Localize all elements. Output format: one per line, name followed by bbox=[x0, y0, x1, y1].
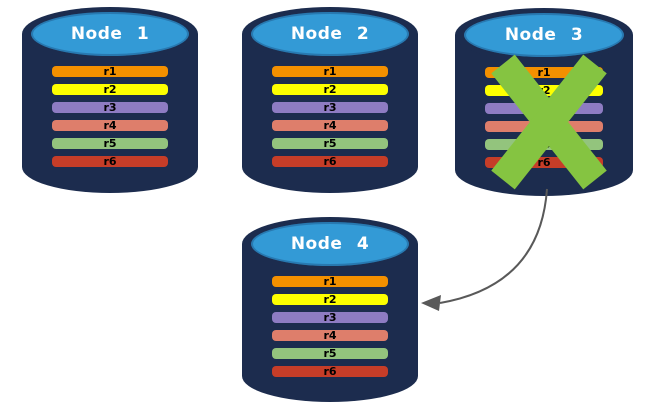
replica-row-r3: r3 bbox=[485, 103, 603, 114]
node-1: Node 1 r1 r2 r3 r4 r5 r6 bbox=[22, 7, 198, 193]
replica-row-r5: r5 bbox=[485, 139, 603, 150]
replica-row-r4: r4 bbox=[272, 330, 388, 341]
replica-row-r4: r4 bbox=[272, 120, 388, 131]
replica-rows: r1 r2 r3 r4 r5 r6 bbox=[52, 66, 168, 167]
replica-row-r1: r1 bbox=[272, 66, 388, 77]
replica-rows: r1 r2 r3 r4 r5 r6 bbox=[272, 66, 388, 167]
cylinder-top-rim: Node 2 bbox=[242, 7, 418, 61]
replica-row-r2: r2 bbox=[485, 85, 603, 96]
replica-row-r6: r6 bbox=[52, 156, 168, 167]
replica-row-r5: r5 bbox=[272, 138, 388, 149]
replica-row-r1: r1 bbox=[272, 276, 388, 287]
replica-row-r4: r4 bbox=[485, 121, 603, 132]
replica-row-r3: r3 bbox=[272, 102, 388, 113]
replica-row-r5: r5 bbox=[52, 138, 168, 149]
cylinder-top-rim: Node 1 bbox=[22, 7, 198, 61]
cylinder-top-face: Node 2 bbox=[251, 12, 409, 56]
replica-row-r5: r5 bbox=[272, 348, 388, 359]
replica-row-r3: r3 bbox=[52, 102, 168, 113]
replica-row-r6: r6 bbox=[485, 157, 603, 168]
node-label: Node 3 bbox=[504, 25, 584, 45]
replica-row-r6: r6 bbox=[272, 366, 388, 377]
node-3: Node 3 r1 r2 r3 r4 r5 r6 bbox=[455, 8, 633, 196]
failover-arrow-line bbox=[439, 188, 548, 304]
replica-row-r2: r2 bbox=[272, 294, 388, 305]
cylinder-top-face: Node 1 bbox=[31, 12, 189, 56]
cylinder-top-rim: Node 4 bbox=[242, 217, 418, 271]
replica-rows: r1 r2 r3 r4 r5 r6 bbox=[272, 276, 388, 377]
replica-row-r1: r1 bbox=[52, 66, 168, 77]
replica-row-r2: r2 bbox=[272, 84, 388, 95]
cylinder-top-face: Node 3 bbox=[464, 13, 624, 57]
cylinder-top-rim: Node 3 bbox=[455, 8, 633, 62]
node-2: Node 2 r1 r2 r3 r4 r5 r6 bbox=[242, 7, 418, 193]
replica-row-r2: r2 bbox=[52, 84, 168, 95]
node-4: Node 4 r1 r2 r3 r4 r5 r6 bbox=[242, 217, 418, 402]
replica-row-r6: r6 bbox=[272, 156, 388, 167]
node-label: Node 4 bbox=[290, 234, 370, 254]
replica-row-r3: r3 bbox=[272, 312, 388, 323]
replica-row-r1: r1 bbox=[485, 67, 603, 78]
failover-arrowhead-icon bbox=[421, 295, 441, 311]
node-label: Node 1 bbox=[70, 24, 150, 44]
node-label: Node 2 bbox=[290, 24, 370, 44]
replica-rows: r1 r2 r3 r4 r5 r6 bbox=[485, 67, 603, 168]
replica-row-r4: r4 bbox=[52, 120, 168, 131]
cylinder-top-face: Node 4 bbox=[251, 222, 409, 266]
